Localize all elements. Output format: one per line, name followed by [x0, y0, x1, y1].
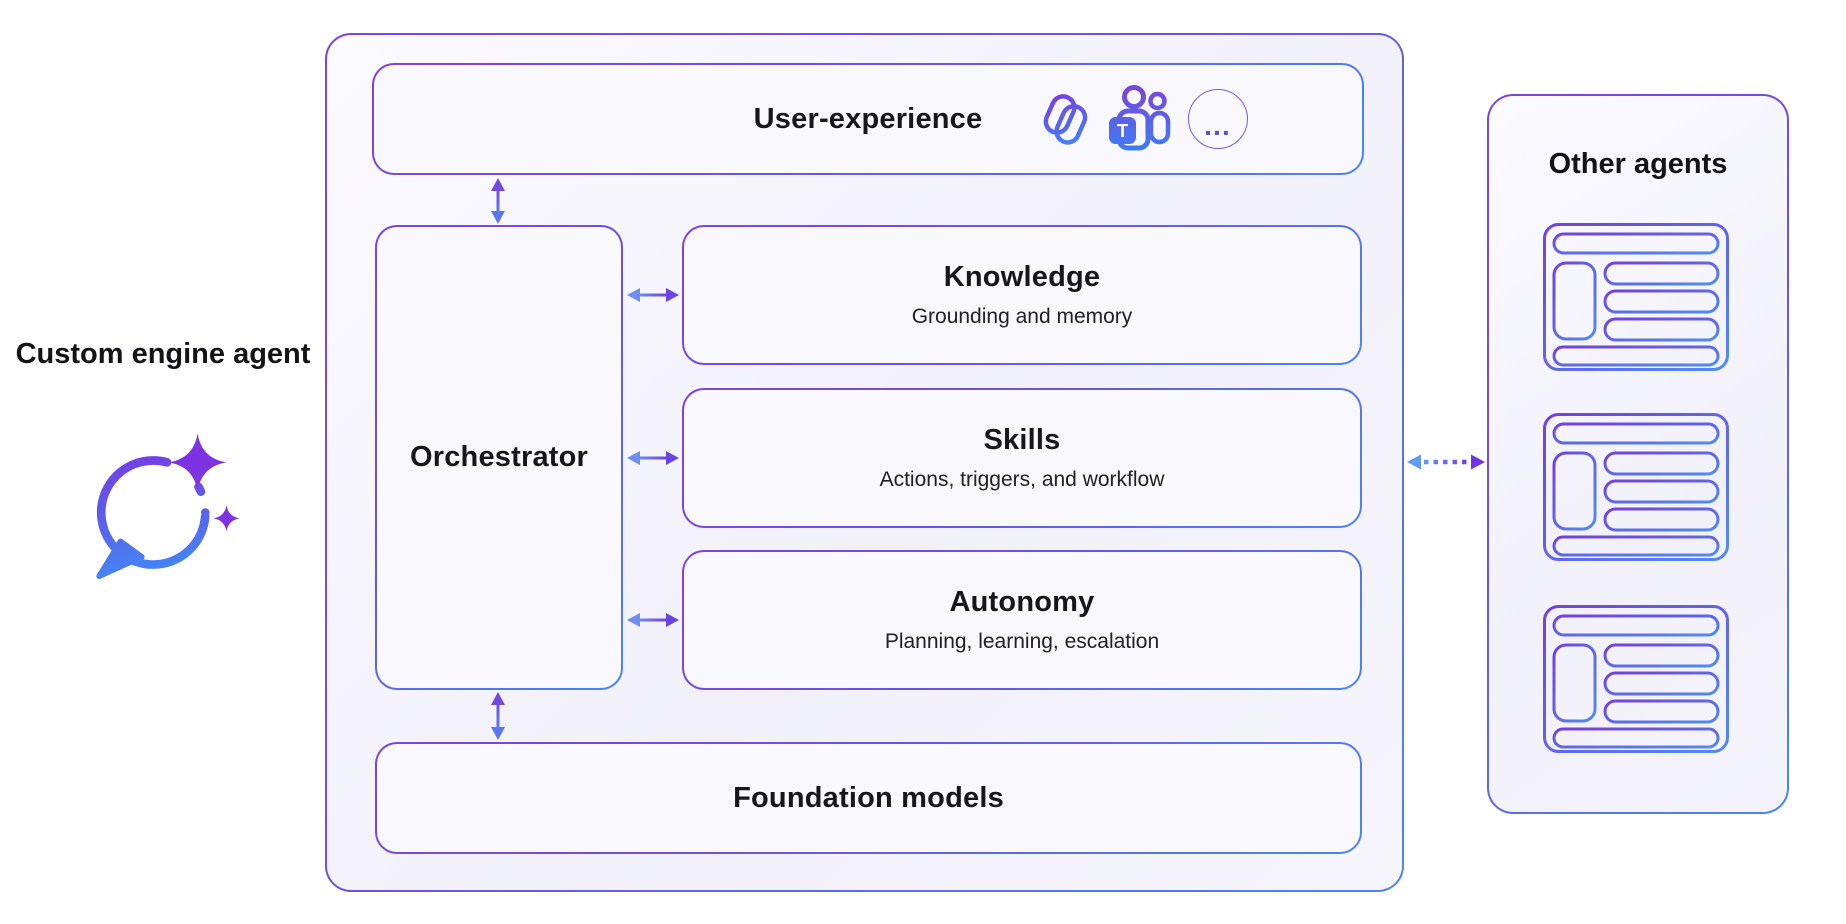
orchestrator-box: Orchestrator [375, 225, 623, 690]
ellipsis-dots: … [1203, 110, 1233, 141]
agent-card-wireframe [1543, 605, 1729, 753]
custom-engine-agent-label: Custom engine agent [15, 338, 311, 370]
user-experience-box: User-experience [372, 63, 1364, 175]
foundation-models-box: Foundation models [375, 742, 1362, 854]
user-experience-title: User-experience [753, 102, 983, 135]
other-agents-panel: Other agents [1487, 94, 1789, 814]
autonomy-title: Autonomy [949, 586, 1095, 618]
autonomy-box: Autonomy Planning, learning, escalation [682, 550, 1362, 690]
other-agents-title: Other agents [1548, 148, 1728, 180]
ux-channel-icons: T … [1040, 65, 1248, 173]
copilot-icon [1043, 94, 1088, 145]
autonomy-subtitle: Planning, learning, escalation [884, 630, 1160, 653]
foundation-models-title: Foundation models [733, 781, 1004, 814]
teams-icon: T [1109, 85, 1171, 151]
agent-card-wireframe [1543, 223, 1729, 371]
knowledge-box: Knowledge Grounding and memory [682, 225, 1362, 365]
skills-title: Skills [983, 424, 1061, 456]
chat-sparkle-icon [96, 433, 240, 580]
knowledge-title: Knowledge [943, 261, 1101, 293]
knowledge-subtitle: Grounding and memory [911, 305, 1133, 328]
skills-box: Skills Actions, triggers, and workflow [682, 388, 1362, 528]
teams-badge-letter: T [1117, 121, 1128, 141]
arrow-panel-other-agents [1407, 454, 1485, 470]
agent-card-wireframe [1543, 413, 1729, 561]
more-channels-icon: … [1188, 89, 1248, 149]
skills-subtitle: Actions, triggers, and workflow [879, 468, 1165, 491]
orchestrator-title: Orchestrator [409, 441, 589, 473]
